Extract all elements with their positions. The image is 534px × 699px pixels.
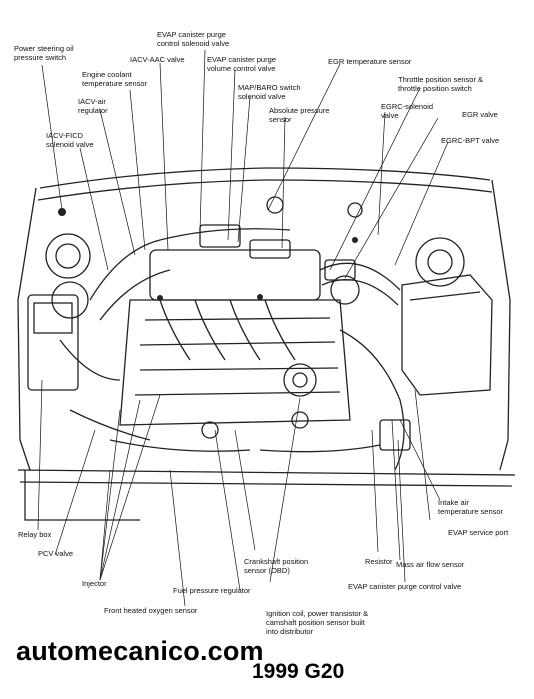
label-power-steering-oil-pressure-switch: Power steering oil pressure switch: [14, 44, 74, 62]
label-egr-valve: EGR valve: [462, 110, 498, 119]
label-iacv-aac-valve: IACV-AAC valve: [130, 55, 185, 64]
label-egrc-bpt-valve: EGRC-BPT valve: [441, 136, 500, 145]
label-pcv-valve: PCV valve: [38, 549, 74, 558]
label-crankshaft-position-sensor: Crankshaft position sensor (OBD): [244, 557, 309, 575]
label-intake-air-temperature-sensor: Intake air temperature sensor: [438, 498, 504, 516]
label-evap-canister-purge-volume-control-valve: EVAP canister purge volume control valve: [207, 55, 276, 73]
label-iacv-air-regulator: IACV-air regulator: [78, 97, 108, 115]
model-caption: 1999 G20: [252, 660, 345, 683]
label-ignition-coil: Ignition coil, power transistor & camsha…: [266, 609, 369, 636]
label-absolute-pressure-sensor: Absolute pressure sensor: [269, 106, 330, 124]
label-egrc-solenoid-valve: EGRC-solenoid valve: [381, 102, 434, 120]
label-relay-box: Relay box: [18, 530, 52, 539]
label-evap-canister-purge-control-solenoid-valve: EVAP canister purge control solenoid val…: [157, 30, 230, 48]
label-map-baro-switch-solenoid-valve: MAP/BARO switch solenoid valve: [238, 83, 301, 101]
label-front-heated-oxygen-sensor: Front heated oxygen sensor: [104, 606, 198, 615]
label-evap-service-port: EVAP service port: [448, 528, 509, 537]
label-iacv-ficd-solenoid-valve: IACV-FICD solenoid valve: [46, 131, 94, 149]
label-resistor: Resistor: [365, 557, 393, 566]
label-injector: Injector: [82, 579, 107, 588]
label-throttle-position-sensor: Throttle position sensor & throttle posi…: [398, 75, 484, 93]
label-engine-coolant-temperature-sensor: Engine coolant temperature sensor: [82, 70, 148, 88]
label-fuel-pressure-regulator: Fuel pressure regulator: [173, 586, 251, 595]
site-brand: automecanico.com: [16, 636, 264, 666]
label-mass-air-flow-sensor: Mass air flow sensor: [396, 560, 465, 569]
label-egr-temperature-sensor: EGR temperature sensor: [328, 57, 412, 66]
label-evap-canister-purge-control-valve: EVAP canister purge control valve: [348, 582, 462, 591]
